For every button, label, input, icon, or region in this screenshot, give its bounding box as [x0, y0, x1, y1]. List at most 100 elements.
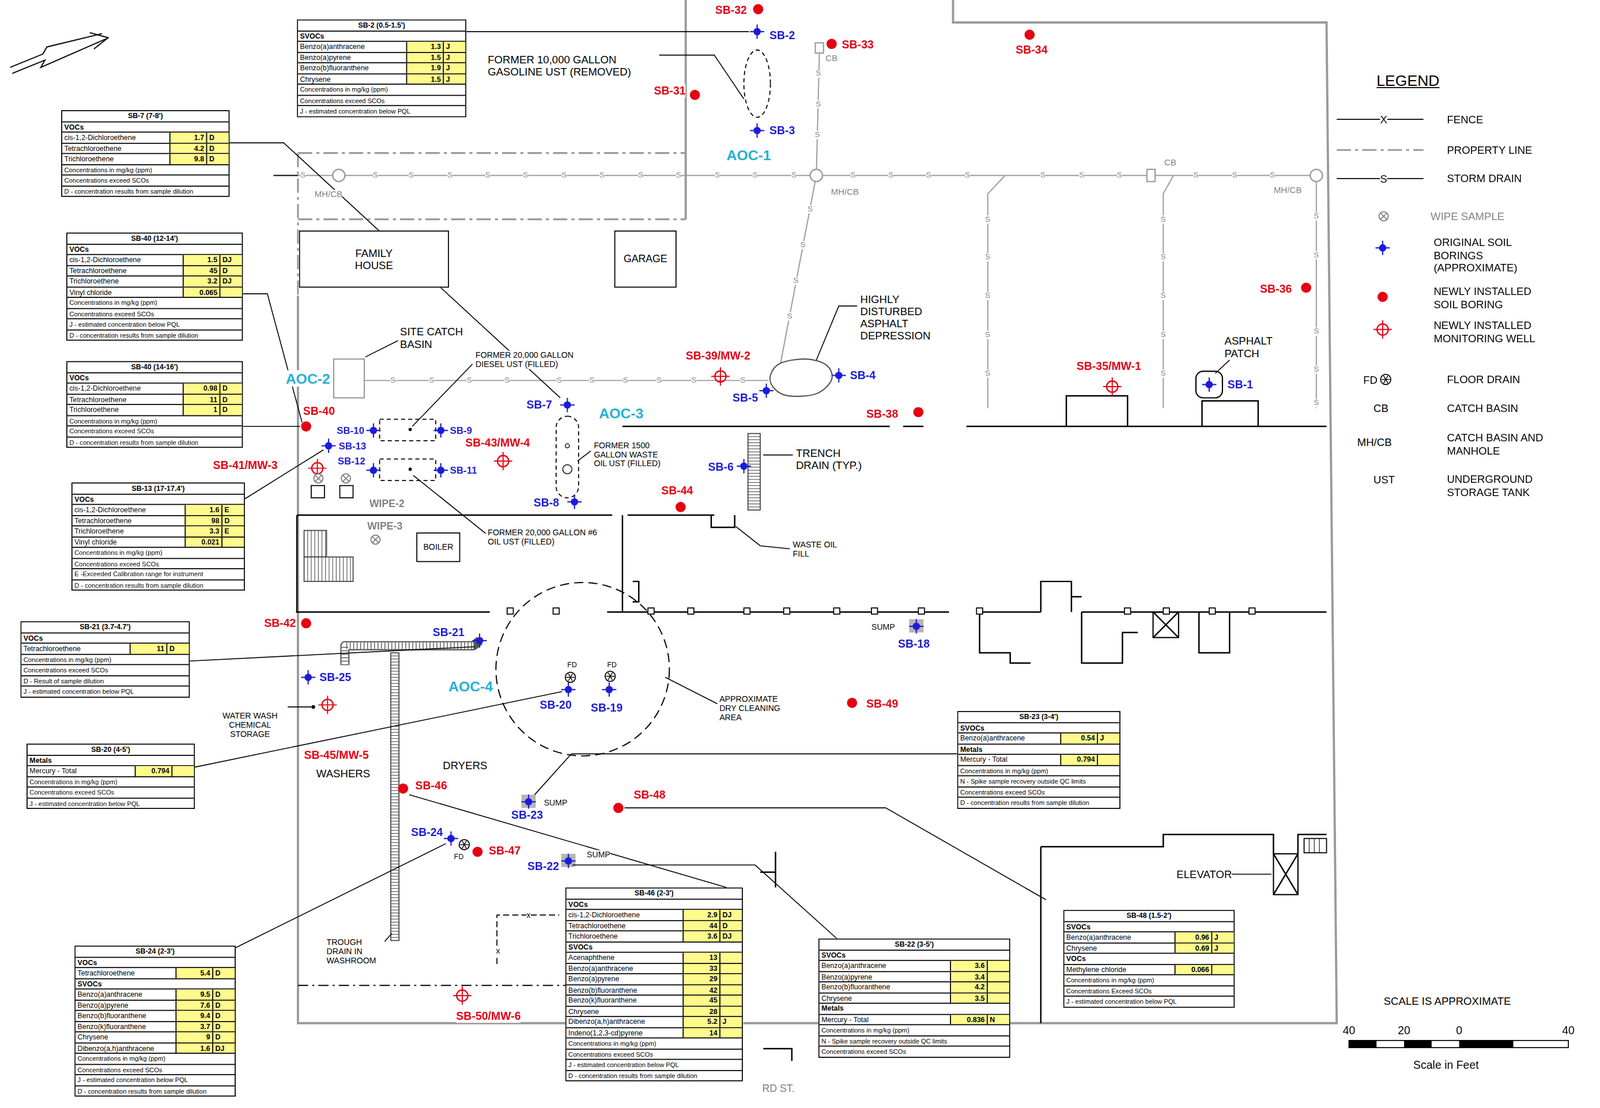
staircase-hatch: [336, 557, 337, 582]
trough-drain-hatch: [390, 912, 399, 914]
trench-drain-hatch: [748, 503, 761, 505]
floor-drain: [1383, 375, 1388, 384]
table-heading: SB-46 (2-3'): [632, 888, 676, 899]
annotation: SUMP: [871, 623, 896, 633]
concentration-value: 1.5: [406, 73, 444, 84]
concentration-value: 3.6: [682, 931, 720, 942]
trough-drain-hatch: [390, 885, 399, 886]
storm-drain: [780, 175, 817, 364]
legend-entry: STORM DRAIN: [1446, 172, 1522, 186]
table-section: VOCs: [1064, 953, 1235, 964]
qualifier-code: J: [719, 1017, 742, 1028]
storm-drain: [273, 175, 298, 177]
boring-label: SB-6: [708, 461, 734, 474]
trench-drain-hatch: [748, 473, 761, 474]
legend-entry: CATCH BASIN AND MANHOLE: [1446, 431, 1560, 458]
table-row: Metals: [819, 1002, 1010, 1014]
storm-drain: [364, 379, 769, 381]
table-note: Concentrations exceed SCOs: [67, 426, 243, 437]
leader-line: [365, 340, 399, 357]
concentration-value: 0.96: [1174, 932, 1212, 943]
north-arrow: [89, 32, 109, 49]
table-section: VOCs: [72, 494, 244, 505]
chemical-name: Vinyl chloride: [72, 537, 186, 547]
original-boring: [570, 498, 579, 507]
qualifier-code: J: [442, 42, 466, 52]
storm-drain-marker: S: [466, 376, 473, 385]
column-symbol: [647, 608, 655, 615]
table-note: Concentrations in mg/kg (ppm): [957, 765, 1120, 776]
trough-drain-hatch: [390, 876, 399, 877]
trough-drain-hatch: [390, 710, 399, 712]
trough-pipe: [344, 646, 474, 666]
new-boring-label: SB-31: [653, 84, 686, 97]
monitoring-well: [461, 986, 463, 1006]
legend-heading: LEGEND: [1376, 72, 1440, 90]
storm-drain-marker: S: [985, 253, 991, 262]
new-boring: [689, 89, 701, 101]
annotation: APPROXIMATE DRY CLEANING AREA: [719, 695, 787, 724]
original-boring: [835, 371, 843, 380]
table-row: Chrysene3.5: [819, 992, 1010, 1004]
trough-drain-hatch: [390, 744, 399, 746]
trough-drain-hatch: [390, 735, 399, 737]
table-row: Metals: [27, 754, 195, 766]
table-row: Trichloroethene3.6DJ: [566, 930, 743, 942]
trough-drain: [390, 653, 399, 941]
table-row: cis-1,2-Dichloroethene1.6E: [72, 504, 244, 516]
table-section: VOCs: [62, 122, 229, 132]
qualifier-code: DJ: [719, 910, 742, 920]
new-boring: [826, 38, 837, 49]
table-note: D - Result of sample dilution: [21, 676, 189, 686]
chemical-name: Dibenzo(a,h)anthracene: [75, 1043, 176, 1054]
table-row: Metals: [957, 743, 1120, 755]
original-boring: [564, 685, 573, 694]
trench-drain-hatch: [748, 506, 761, 508]
chemical-name: Tetrachloroethene: [67, 265, 183, 276]
trough-drain-hatch: [390, 732, 399, 734]
asphalt-patch: [1195, 371, 1223, 398]
chemical-name: Vinyl chloride: [67, 287, 183, 297]
leader-line: [242, 293, 303, 423]
trough-drain-hatch: [390, 729, 399, 730]
table-row: SVOCs: [957, 722, 1120, 734]
trough-drain-hatch: [390, 719, 399, 721]
leader-dot: [311, 705, 315, 709]
trough-drain-hatch: [390, 775, 399, 776]
catch-basin-symbol: [815, 42, 824, 54]
new-boring-label: SB-36: [1259, 282, 1292, 296]
chemical-name: Benzo(k)fluoranthene: [566, 995, 683, 1006]
ust-port: [408, 428, 413, 432]
empty-cell: [719, 963, 742, 974]
table-row: J - estimated concentration below PQL: [1064, 995, 1235, 1007]
dry-cleaning-area: [495, 582, 670, 757]
table-section: VOCs: [67, 244, 243, 255]
annotation: UST: [1373, 473, 1395, 486]
stair-symbol: [1319, 838, 1320, 854]
storm-drain-marker: S: [599, 171, 605, 180]
trough-drain-hatch: [390, 756, 399, 758]
table-row: Benzo(b)fluoranthene1.9J: [297, 62, 466, 74]
trough-drain-hatch: [390, 759, 399, 761]
qualifier-code: D: [212, 968, 235, 979]
chemical-name: Benzo(a)anthracene: [566, 963, 683, 974]
concentration-value: 9.5: [175, 989, 213, 1000]
table-row: D - concentration results from sample di…: [72, 579, 244, 591]
street-label: RD ST.: [761, 1082, 795, 1095]
annotation: SUMP: [544, 798, 568, 808]
trough-drain-hatch: [390, 842, 399, 844]
boring-label: SB-8: [533, 496, 560, 510]
table-row: SB-20 (4-5'): [27, 744, 195, 755]
scale-bar-segment: [1348, 1040, 1377, 1048]
chemical-name: Mercury - Total: [819, 1014, 951, 1025]
trough-drain-hatch: [390, 781, 399, 783]
scale-label: 0: [1455, 1024, 1463, 1037]
table-row: VOCs: [1064, 953, 1235, 965]
table-row: D - concentration results from sample di…: [67, 329, 243, 341]
chemical-name: Benzo(b)fluoranthene: [819, 982, 951, 993]
trough-drain-hatch: [390, 812, 399, 813]
original-boring: [447, 835, 455, 843]
empty-cell: [986, 961, 1010, 972]
table-heading: SB-7 (7-8'): [125, 111, 165, 122]
table-row: D - concentration results from sample di…: [62, 185, 229, 196]
